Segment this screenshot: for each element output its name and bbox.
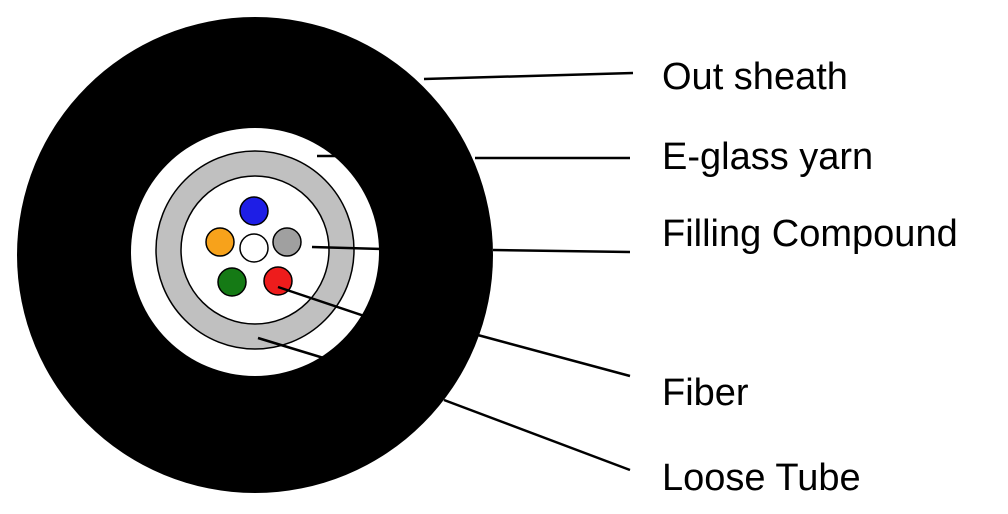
leader-line-out-sheath [423, 71, 634, 81]
fiber-gray [272, 227, 302, 257]
leader-line-loose-tube-outer [443, 398, 631, 472]
fiber-blue [239, 196, 269, 226]
label-filling-compound: Filling Compound [662, 213, 958, 255]
label-loose-tube: Loose Tube [662, 457, 861, 499]
fiber-green [217, 267, 247, 297]
leader-line-loose-tube [257, 336, 341, 365]
fiber-orange [205, 227, 235, 257]
leader-line-fiber-outer [473, 332, 631, 378]
label-out-sheath: Out sheath [662, 56, 848, 98]
fiber-red [263, 266, 293, 296]
label-eglass-yarn: E-glass yarn [662, 136, 873, 178]
fiber-center [239, 233, 269, 263]
leader-line-filling-compound-outer [492, 248, 631, 254]
leader-line-fiber [277, 285, 383, 324]
label-fiber: Fiber [662, 372, 749, 414]
leader-line-filling-compound [311, 245, 384, 251]
